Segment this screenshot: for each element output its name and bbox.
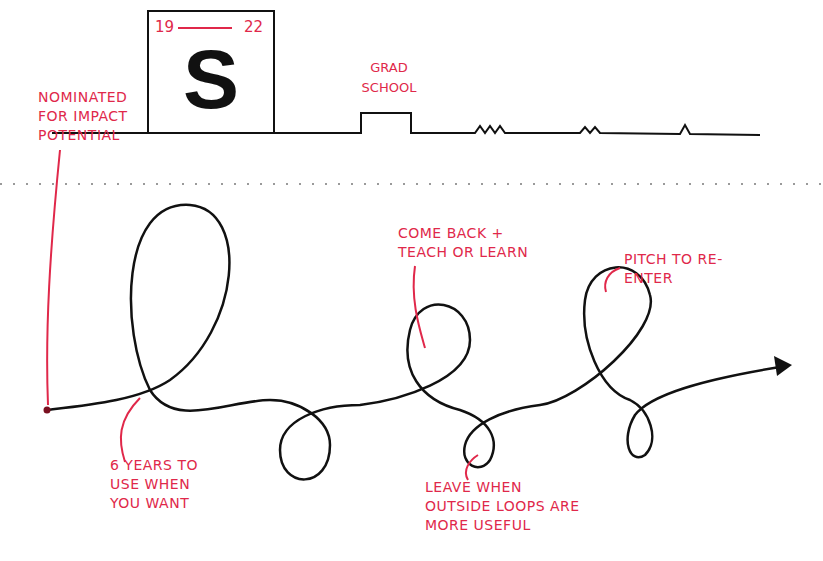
loop-path — [47, 205, 780, 480]
grad-school-bump: GRAD SCHOOL — [360, 112, 412, 134]
leader-line — [466, 455, 478, 480]
leader-line — [414, 266, 425, 348]
year-dash — [178, 27, 232, 29]
annotation-note: 6 YEARS TO USE WHEN YOU WANT — [110, 456, 202, 513]
start-dot — [44, 407, 51, 414]
timeline-connector — [275, 132, 360, 134]
year-end: 22 — [244, 18, 263, 36]
dotted-divider — [0, 183, 823, 185]
logo-box: 19 22S — [147, 10, 275, 134]
path-arrowhead — [774, 356, 792, 376]
annotation-note: NOMINATED FOR IMPACT POTENTIAL — [38, 88, 150, 145]
annotation-note: PITCH TO RE-ENTER — [624, 250, 724, 288]
leader-line — [605, 268, 620, 292]
logo-letter: S — [149, 34, 273, 124]
annotation-note: LEAVE WHEN OUTSIDE LOOPS ARE MORE USEFUL — [425, 478, 581, 535]
leader-line — [121, 398, 140, 462]
leader-line — [47, 150, 60, 405]
annotation-note: COME BACK + TEACH OR LEARN — [398, 224, 543, 262]
timeline-zigzag — [412, 125, 760, 135]
year-start: 19 — [155, 18, 174, 36]
stage-label: GRAD SCHOOL — [356, 58, 422, 98]
